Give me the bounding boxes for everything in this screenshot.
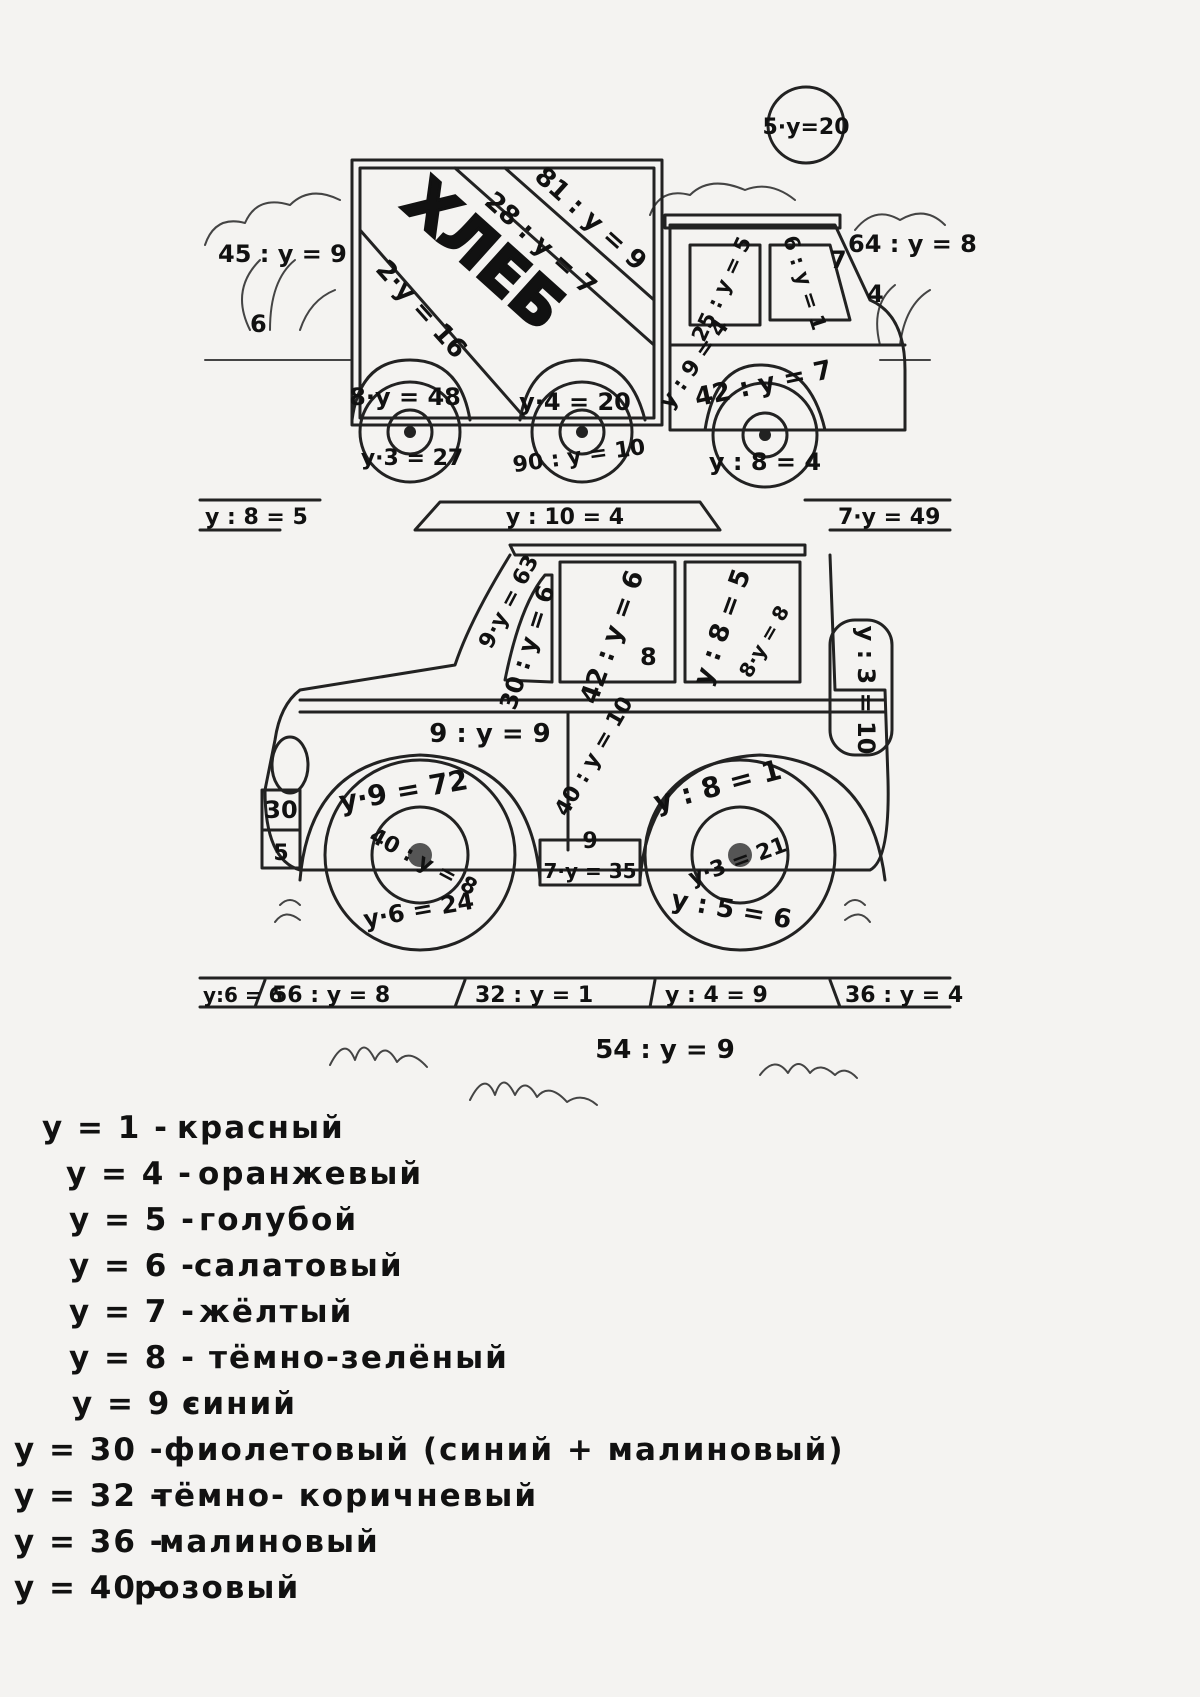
bush-right-eq: 64 : y = 8: [848, 230, 977, 258]
legend-color-name: жёлтый: [199, 1294, 354, 1330]
bumper-top-num: 30: [264, 796, 297, 824]
legend-color-name: тёмно-зелёный: [209, 1340, 509, 1376]
color-legend: y = 1 - красный y = 4 - оранжевый y = 5 …: [14, 1110, 843, 1616]
legend-equation: y = 36 -: [14, 1524, 165, 1560]
hood-eq: 9 : y = 9: [429, 719, 551, 749]
legend-equation: y = 7 -: [69, 1294, 196, 1330]
cab-side-num: 7: [830, 246, 847, 274]
cab-window-back-eq: 6 : y = 1: [778, 232, 831, 333]
road-middle-eq: y : 10 = 4: [506, 505, 624, 530]
legend-equation: y = 8 -: [69, 1340, 196, 1376]
legend-color-name: красный: [177, 1110, 345, 1146]
legend-row: y = 1 - красный: [42, 1110, 754, 1156]
legend-color-name: голубой: [199, 1202, 359, 1238]
legend-color-name: синий: [182, 1386, 297, 1422]
legend-row: y = 5 - голубой: [69, 1202, 754, 1248]
legend-row: y = 7 - жёлтый: [69, 1294, 754, 1340]
window1-num: 8: [640, 643, 657, 671]
road-seg4-eq: y : 4 = 9: [665, 983, 768, 1008]
legend-color-name: розовый: [134, 1570, 301, 1606]
wheel3-bottom-eq: y : 8 = 4: [709, 448, 821, 476]
legend-color-name: тёмно- коричневый: [154, 1478, 539, 1514]
truck: [350, 158, 907, 489]
spare-eq: y : 3 = 10: [852, 626, 880, 755]
legend-row: y = 6 - салатовый: [69, 1248, 754, 1294]
legend-equation: y = 40 -: [14, 1570, 165, 1606]
car-road: y:6 = 6 56 : y = 8 32 : y = 1 y : 4 = 9 …: [198, 976, 963, 1106]
car: [260, 543, 894, 952]
legend-row: y = 32 - тёмно- коричневый: [14, 1478, 754, 1524]
legend-row: y = 9 - синий: [72, 1386, 754, 1432]
legend-color-name: малиновый: [159, 1524, 380, 1560]
truck-road: y : 8 = 5 y : 10 = 4 7·y = 49: [198, 498, 952, 532]
legend-equation: y = 6 -: [69, 1248, 196, 1284]
road-seg2-eq: 56 : y = 8: [272, 983, 390, 1008]
road-seg5-eq: 36 : y = 4: [845, 983, 963, 1008]
legend-row: y = 36 - малиновый: [14, 1524, 754, 1570]
legend-row: y = 4 - оранжевый: [66, 1156, 754, 1202]
legend-equation: y = 1 -: [42, 1110, 169, 1146]
bush-left-num: 6: [250, 310, 267, 338]
road-seg1-eq: y:6 = 6: [203, 983, 283, 1007]
wheel1-top-eq: 8·y = 48: [349, 383, 461, 411]
sill-eq: 7·y = 35: [543, 859, 636, 883]
road-right-eq: 7·y = 49: [838, 505, 940, 530]
bumper-bottom-num: 5: [273, 841, 288, 866]
legend-color-name: фиолетовый (синий + малиновый): [164, 1432, 845, 1468]
hub-rear-eq: y·3 = 21: [685, 833, 790, 892]
sun: 5·y=20: [762, 85, 850, 165]
legend-color-name: салатовый: [194, 1248, 404, 1284]
legend-row: y = 8 - тёмно-зелёный: [69, 1340, 754, 1386]
wheel1-bottom-eq: y·3 = 27: [361, 446, 463, 471]
legend-row: y = 40 - розовый: [14, 1570, 754, 1616]
legend-equation: y = 32 -: [14, 1478, 165, 1514]
road-seg3-eq: 32 : y = 1: [475, 983, 593, 1008]
legend-equation: y = 5 -: [69, 1202, 196, 1238]
bush-left-eq: 45 : y = 9: [218, 240, 347, 268]
tire-rear-eq: y : 5 = 6: [669, 885, 794, 936]
legend-equation: y = 30 -: [14, 1432, 165, 1468]
tire-front-eq: y·6 = 24: [361, 887, 476, 934]
road-below-eq: 54 : y = 9: [595, 1035, 735, 1065]
road-left-eq: y : 8 = 5: [205, 505, 308, 530]
legend-color-name: оранжевый: [198, 1156, 424, 1192]
sun-label: 5·y=20: [762, 115, 849, 140]
car-labels: 9·y = 63 30 : y = 6 42 : y = 6 8 y : 8 =…: [264, 551, 880, 936]
legend-row: y = 30 - фиолетовый (синий + малиновый): [14, 1432, 843, 1478]
wheel2-top-eq: y·4 = 20: [519, 388, 631, 416]
sill-num: 9: [582, 829, 597, 854]
legend-equation: y = 4 -: [66, 1156, 193, 1192]
window1-eq: 42 : y = 6: [575, 567, 651, 708]
legend-equation: y = 9 -: [72, 1386, 199, 1422]
bush-right-num: 4: [867, 280, 884, 308]
